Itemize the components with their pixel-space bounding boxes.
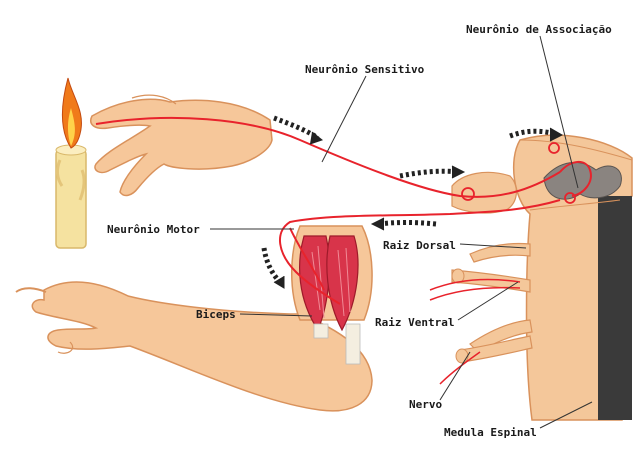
label-nervo: Nervo bbox=[409, 398, 443, 411]
nerve-fibers bbox=[95, 116, 592, 385]
arrow-right-icon bbox=[273, 115, 320, 141]
label-neuronio-associacao: Neurônio de Associação bbox=[466, 23, 612, 36]
label-medula-espinal: Medula Espinal bbox=[444, 426, 537, 439]
hand-upper bbox=[90, 94, 273, 197]
label-neuronio-sensitivo: Neurônio Sensitivo bbox=[305, 63, 425, 76]
arrow-down-icon bbox=[261, 247, 282, 284]
direction-arrows bbox=[261, 115, 564, 289]
sensory-neuron-path bbox=[95, 116, 561, 198]
arm-lower bbox=[15, 281, 373, 412]
sensory-cell-body-icon bbox=[461, 187, 475, 201]
label-biceps: Biceps bbox=[196, 308, 236, 321]
spinal-cord bbox=[451, 134, 633, 421]
label-neuronio-motor: Neurônio Motor bbox=[107, 223, 200, 236]
leader-lines bbox=[210, 35, 593, 429]
motor-neuron-path bbox=[278, 199, 561, 305]
motor-cell-body-icon bbox=[564, 192, 576, 204]
label-raiz-dorsal: Raiz Dorsal bbox=[383, 239, 456, 252]
candle bbox=[55, 77, 87, 249]
arrow-left-icon bbox=[377, 220, 437, 227]
arrow-right-icon bbox=[399, 168, 459, 179]
association-cell-body-icon bbox=[548, 142, 560, 154]
label-raiz-ventral: Raiz Ventral bbox=[375, 316, 455, 329]
